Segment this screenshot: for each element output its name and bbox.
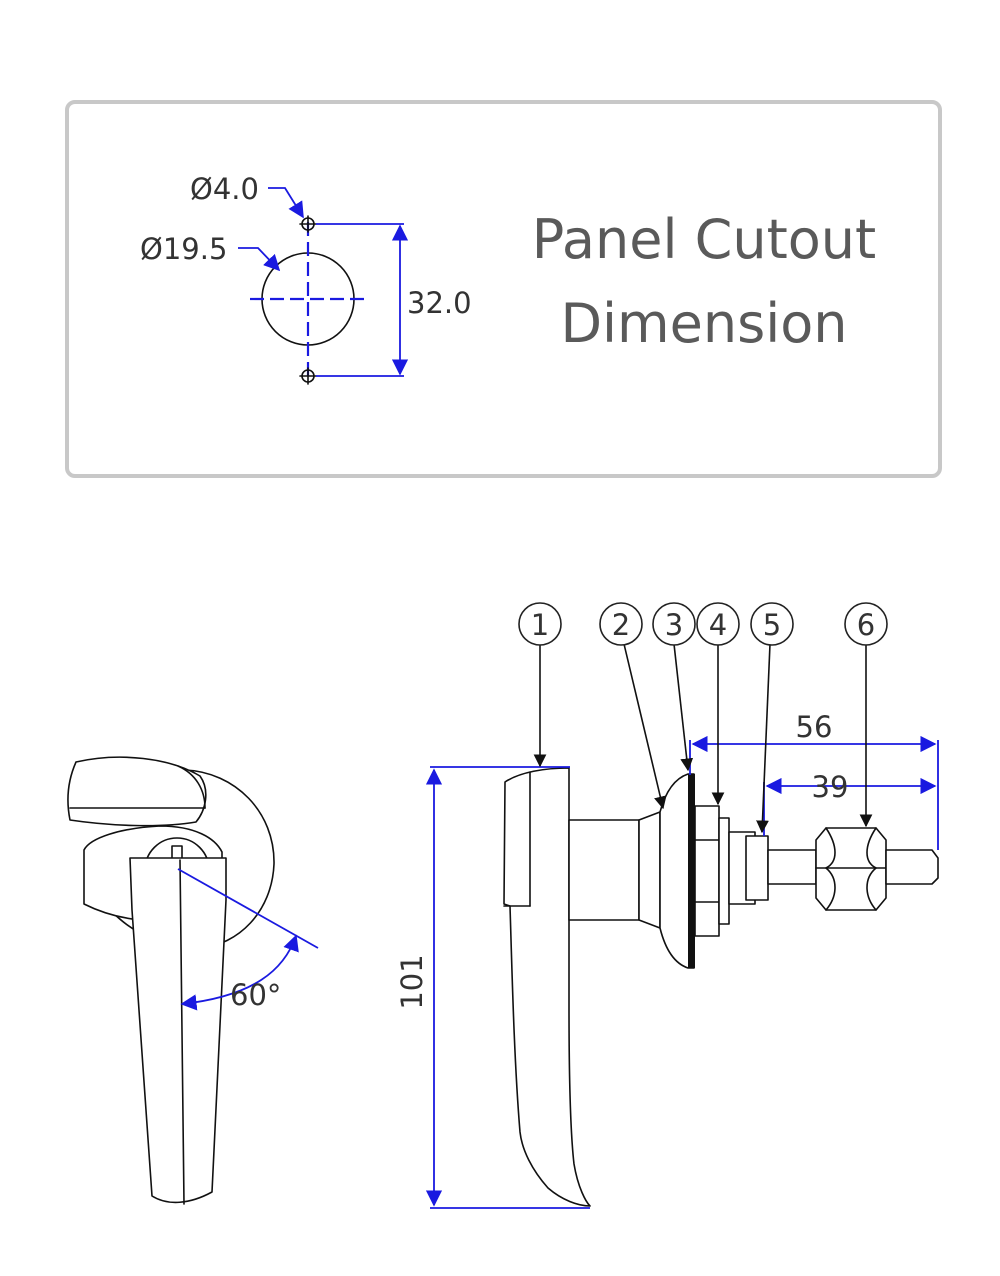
side-hex-nut (815, 827, 887, 911)
side-hex-nut-curve4 (866, 867, 877, 911)
side-collar (638, 811, 661, 929)
side-cam-shaft (767, 849, 817, 885)
large-hole-leader (238, 247, 281, 272)
side-nut (694, 805, 720, 937)
side-hex-nut-curve3 (825, 867, 836, 911)
svg-text:4: 4 (709, 608, 727, 642)
angle-arc (180, 934, 299, 1011)
svg-text:2: 2 (612, 608, 630, 642)
side-hex-nut-curve2 (866, 827, 877, 869)
callout-2: 2 (599, 602, 667, 810)
small-hole-label: Ø4.0 (190, 172, 259, 206)
length56-label: 56 (796, 710, 833, 744)
svg-text:5: 5 (763, 608, 781, 642)
hole-spacing-label: 32.0 (407, 286, 472, 320)
svg-text:3: 3 (665, 608, 683, 642)
front-handle-blade-edge (179, 859, 185, 1205)
side-shaft (568, 819, 640, 921)
small-hole-leader (268, 187, 304, 219)
front-view: 60° (67, 756, 319, 1205)
side-hex-nut-curve1 (825, 827, 836, 869)
side-thread-ring (745, 835, 769, 901)
length39-label: 39 (812, 770, 849, 804)
svg-text:1: 1 (531, 608, 549, 642)
callout-1: 1 (518, 602, 562, 768)
front-handle-head (67, 756, 207, 827)
side-washer (718, 817, 730, 925)
height-label: 101 (395, 954, 429, 1009)
callout-4: 4 (696, 602, 740, 806)
callout-5: 5 (750, 602, 794, 834)
panel-cutout-section: 32.0 Ø4.0 Ø19.5 Panel Cutout Dimension (65, 100, 942, 478)
angle-label: 60° (230, 978, 281, 1012)
panel-title-line1: Panel Cutout (532, 208, 876, 271)
panel-title-line2: Dimension (560, 292, 847, 355)
front-handle-head-ridge (177, 765, 206, 809)
svg-text:6: 6 (857, 608, 875, 642)
panel-frame (65, 100, 942, 478)
callout-6: 6 (844, 602, 888, 828)
side-gasket (688, 774, 695, 968)
side-shaft-end (885, 849, 939, 885)
large-hole-label: Ø19.5 (140, 232, 227, 266)
front-handle-blade (129, 857, 227, 1204)
callout-3: 3 (652, 602, 696, 772)
side-view: 101 56 39 1 2 3 4 (395, 602, 939, 1209)
